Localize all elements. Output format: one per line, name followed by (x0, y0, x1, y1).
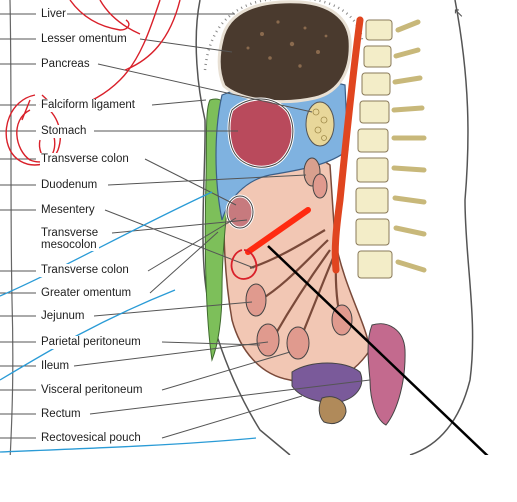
red-highlight-circle (230, 249, 258, 280)
label-falciform-ligament: Falciform ligament (40, 99, 136, 112)
back-outline (409, 0, 474, 456)
label-rectum: Rectum (40, 408, 82, 421)
label-rectovesical-pouch: Rectovesical pouch (40, 432, 142, 445)
liver (217, 0, 352, 104)
label-pancreas: Pancreas (40, 58, 91, 71)
label-duodenum: Duodenum (40, 179, 99, 192)
spinal-processes (391, 19, 427, 273)
label-visceral-peritoneum: Visceral peritoneum (40, 384, 144, 397)
small-intestine-loops (245, 173, 353, 360)
bladder (291, 362, 363, 403)
pancreas (305, 101, 335, 147)
pancreas-texture (312, 108, 328, 141)
label-greater-omentum: Greater omentum (40, 287, 133, 300)
bottom-margin (0, 455, 517, 502)
left-body-outline (9, 0, 14, 461)
red-annotations (5, 0, 181, 166)
label-mesentery: Mesentery (40, 204, 96, 217)
liver-texture (246, 20, 328, 68)
label-parietal-peritoneum: Parietal peritoneum (40, 336, 142, 349)
label-lesser-omentum: Lesser omentum (40, 33, 128, 46)
transverse-colon-loop-outline (226, 195, 254, 229)
label-transverse-mesocolon: Transverse mesocolon (40, 227, 100, 251)
label-transverse-colon-lower: Transverse colon (40, 264, 130, 277)
arrow-cursor-icon: ↖ (453, 6, 464, 21)
black-annotation-line (267, 245, 493, 461)
label-liver: Liver (40, 8, 67, 21)
body-wall-outline (195, 0, 291, 456)
rectum (367, 323, 406, 426)
aorta (331, 16, 364, 274)
stomach (227, 97, 295, 169)
prostate (318, 396, 347, 425)
label-stomach: Stomach (40, 125, 88, 138)
label-jejunum: Jejunum (40, 310, 86, 323)
leader-lines (0, 13, 371, 439)
stomach-outline (228, 98, 294, 168)
label-transverse-colon-top: Transverse colon (40, 153, 130, 166)
label-ileum: Ileum (40, 360, 71, 373)
red-highlight-bar (245, 207, 311, 255)
vertebral-column (355, 19, 393, 279)
